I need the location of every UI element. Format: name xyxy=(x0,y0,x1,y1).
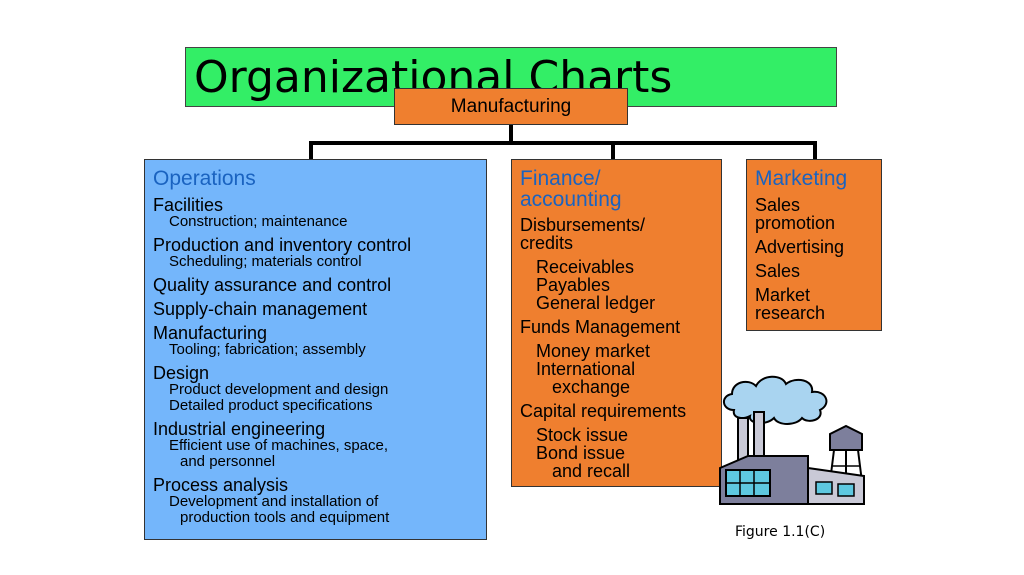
operations-subitem: Tooling; fabrication; assembly xyxy=(169,341,366,358)
receivables: Receivables xyxy=(536,257,635,277)
capital-requirements: Capital requirements xyxy=(520,401,687,421)
international: International xyxy=(536,359,636,379)
operations-subitem: Scheduling; materials control xyxy=(169,253,362,270)
operations-item: Manufacturing xyxy=(153,323,268,343)
operations-item: Quality assurance and control xyxy=(153,275,392,295)
finance-heading-line2: accounting xyxy=(520,188,622,211)
operations-subitem: and personnel xyxy=(180,453,276,470)
and-recall: and recall xyxy=(552,461,631,481)
figure-caption: Figure 1.1(C) xyxy=(735,524,826,540)
money-market: Money market xyxy=(536,341,651,361)
disbursements-line1: Disbursements/ xyxy=(520,215,646,235)
bond-issue: Bond issue xyxy=(536,443,626,463)
payables: Payables xyxy=(536,275,611,295)
operations-item: Production and inventory control xyxy=(153,235,412,255)
operations-subitem: Detailed product specifications xyxy=(169,397,373,414)
finance-heading-line1: Finance/ xyxy=(520,167,601,190)
operations-item: Supply-chain management xyxy=(153,299,368,319)
root-node-manufacturing: Manufacturing xyxy=(394,88,628,125)
sales: Sales xyxy=(755,261,801,281)
operations-heading: Operations xyxy=(153,167,256,190)
operations-subitem: Construction; maintenance xyxy=(169,213,348,230)
operations-item: Design xyxy=(153,363,210,383)
market-research-line1: Market xyxy=(755,285,811,305)
operations-subitem: Efficient use of machines, space, xyxy=(169,437,389,454)
marketing-heading: Marketing xyxy=(755,167,848,190)
cloud-icon xyxy=(723,375,828,425)
disbursements-line2: credits xyxy=(520,233,574,253)
stock-issue: Stock issue xyxy=(536,425,629,445)
finance-box: Finance/ accounting Disbursements/ credi… xyxy=(511,159,722,487)
sales-promotion-line2: promotion xyxy=(755,213,836,233)
operations-subitem: production tools and equipment xyxy=(180,509,390,526)
operations-subitem: Product development and design xyxy=(169,381,389,398)
sales-promotion-line1: Sales xyxy=(755,195,801,215)
operations-item: Industrial engineering xyxy=(153,419,326,439)
operations-item: Process analysis xyxy=(153,475,289,495)
general-ledger: General ledger xyxy=(536,293,656,313)
advertising: Advertising xyxy=(755,237,845,257)
factory-building-icon xyxy=(719,455,865,505)
operations-subitem: Development and installation of xyxy=(169,493,379,510)
market-research-line2: research xyxy=(755,303,826,323)
operations-item: Facilities xyxy=(153,195,224,215)
exchange: exchange xyxy=(552,377,631,397)
factory-illustration xyxy=(719,375,865,505)
marketing-box: Marketing Sales promotion Advertising Sa… xyxy=(746,159,882,331)
funds-management: Funds Management xyxy=(520,317,681,337)
